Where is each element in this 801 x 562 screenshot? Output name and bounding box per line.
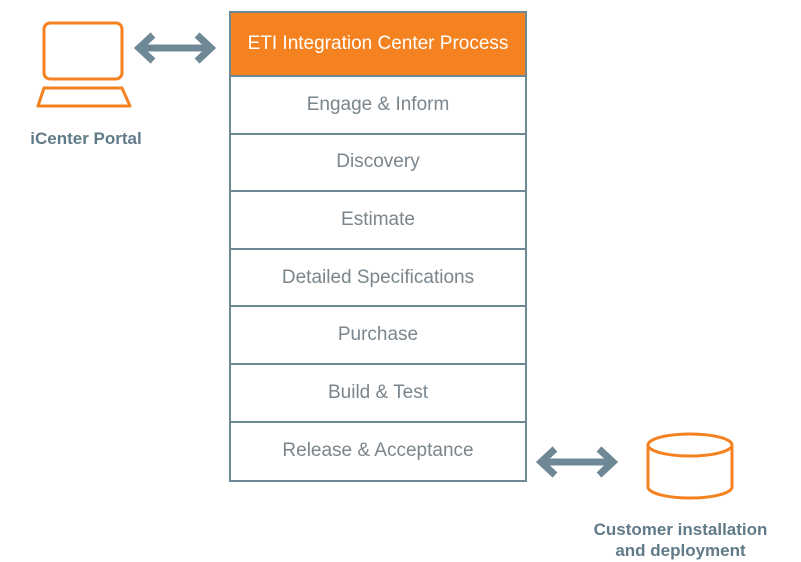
customer-installation-label: Customer installation and deployment: [560, 519, 801, 561]
customer-installation-line1: Customer installation: [593, 520, 768, 539]
bidirectional-arrow-icon: [535, 446, 619, 478]
step-detailed-specifications: Detailed Specifications: [231, 250, 525, 308]
process-stack: ETI Integration Center Process Engage & …: [229, 11, 527, 483]
database-icon: [646, 432, 734, 500]
customer-installation-line2: and deployment: [615, 541, 746, 560]
bidirectional-arrow-icon: [133, 32, 217, 64]
process-title: ETI Integration Center Process: [231, 13, 525, 77]
step-estimate: Estimate: [231, 192, 525, 250]
step-purchase: Purchase: [231, 307, 525, 365]
step-engage-inform: Engage & Inform: [231, 77, 525, 135]
icenter-portal-label: iCenter Portal: [30, 129, 142, 148]
step-discovery: Discovery: [231, 135, 525, 193]
laptop-icon: [36, 21, 132, 108]
step-release-acceptance: Release & Acceptance: [282, 440, 474, 462]
step-build-test: Build & Test: [231, 365, 525, 423]
